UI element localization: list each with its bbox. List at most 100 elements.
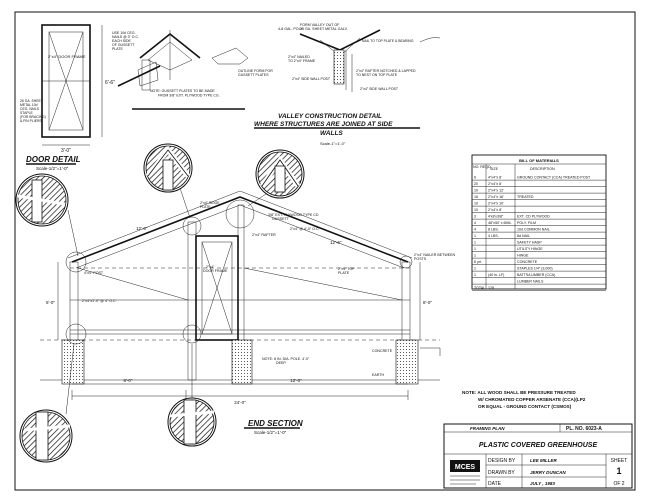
bom-cell: 8 yd. — [474, 260, 482, 264]
end-dim-height-2: 8'-0" — [423, 300, 432, 305]
bom-cell: 2"x4"x 12' — [488, 189, 504, 193]
end-hole-note: NOTE: 8 IN. DIA. POLE. 4'-0"DEEP. — [262, 357, 310, 365]
margin-mark — [419, 37, 441, 43]
bom-cell: LUMBER NAILS — [517, 280, 544, 284]
end-dim-slope-left: 12'-6" — [136, 226, 148, 231]
end-dim-mid: 12'-0" — [290, 378, 302, 383]
sheet-number: 1 — [616, 466, 621, 476]
bom-cell: 4 — [474, 221, 476, 225]
bom-cell: 1 — [474, 254, 476, 258]
bom-title: BILL OF MATERIALS — [519, 158, 559, 163]
bom-cell: 1 — [474, 273, 476, 277]
detail-bubble-base-left — [19, 343, 75, 463]
door-width-dim: 3'-0" — [61, 148, 71, 154]
framing-plan-label: FRAMING PLAN — [470, 426, 505, 431]
title-block: FRAMING PLAN PL. NO. 6023-A PLASTIC COVE… — [443, 423, 633, 489]
bom-cell: 10 — [474, 189, 478, 193]
bom-cell: 10 — [474, 202, 478, 206]
mces-logo — [450, 460, 480, 472]
note-line-2: W/ CHROMATED COPPER ARSENATE (CCA)(LP2 — [478, 397, 586, 402]
bom-cell: 4'x8'x3/8" — [488, 215, 504, 219]
end-section-title: END SECTION — [248, 419, 303, 428]
end-earth: EARTH — [372, 373, 385, 377]
valley-note-nail: NAIL TO TOP PLATE & BEARING — [362, 39, 414, 43]
mces-logo-text: MCES — [455, 464, 476, 471]
door-detail-title: DOOR DETAIL — [26, 155, 81, 164]
valley-note-wall: 2"x4" SIDE WALL POST — [292, 77, 331, 81]
bom-cell: GROUND CONTACT (CCA) TREATED POST — [517, 176, 591, 180]
drawing-title: PLASTIC COVERED GREENHOUSE — [479, 442, 598, 449]
bom-cell: 1 — [474, 267, 476, 271]
end-stud-label: 2"x4"x1'-0" @ 4" O.C. — [82, 299, 117, 303]
end-section-scale: Scale-1/2"=1'-0" — [254, 430, 287, 435]
bom-header-size: SIZE — [490, 167, 499, 171]
plan-number: PL. NO. 6023-A — [566, 426, 602, 432]
bom-cell: 1 — [474, 241, 476, 245]
bom-cell: UTILITY HINGE — [517, 247, 543, 251]
valley-title-2: WHERE STRUCTURES ARE JOINED AT SIDE — [254, 121, 393, 128]
end-dim-slope-right: 12'-6" — [330, 240, 342, 245]
bom-cell: 2"x4"x 10' — [488, 202, 504, 206]
bom-cell: 128 — [488, 286, 494, 290]
bom-header-qty: NO. REQD. — [473, 165, 492, 169]
bom-cell: 3 — [474, 215, 476, 219]
note-line-3: OR EQUAL - GROUND CONTACT (CSMOS) — [478, 404, 572, 409]
bom-cell: 2"x4"x 8' — [488, 208, 502, 212]
bom-cell: 4 LBS. — [488, 234, 499, 238]
bom-cell: 1 — [474, 234, 476, 238]
sheet-label: SHEET — [611, 458, 628, 464]
end-door-frame: 2"x4"DOOR FRAME — [203, 265, 228, 273]
end-dim-height: 6'-0" — [46, 300, 55, 305]
design-by-label: DESIGN BY — [488, 458, 516, 464]
bom-cell: TREATED — [517, 195, 534, 199]
end-post-label: 4"x4" POST — [84, 271, 104, 275]
bom-cell: STAPLES 1/4" (3,000) — [517, 267, 553, 271]
bill-of-materials: BILL OF MATERIALS NO. REQD. SIZE DESCRIP… — [471, 154, 607, 291]
bom-cell: 10d COMMON NAIL — [517, 228, 550, 232]
door-frame-label: 2"x4" DOOR FRAME — [48, 54, 86, 59]
door-detail: 3'-0" 6'-6" 2"x4" DOOR FRAME 26 GA. SHEE… — [20, 24, 115, 171]
valley-title-3: WALLS — [320, 130, 343, 137]
sheet-of: OF 2 — [613, 481, 624, 487]
bom-cell: 10 — [474, 208, 478, 212]
door-height-dim: 6'-6" — [105, 80, 115, 86]
bom-cell: (40 in. LF) — [488, 273, 504, 277]
design-by-value: LEE MILLER — [530, 458, 557, 463]
end-dim-left: 8'-0" — [124, 378, 133, 383]
bom-cell: POLY. FILM — [517, 221, 536, 225]
bom-cell: HINGE — [517, 254, 529, 258]
end-rafter-label: 2"x4" RAFTER — [252, 233, 276, 237]
bom-header-desc: DESCRIPTION — [530, 167, 555, 171]
bom-cell: SAFETY HASP — [517, 241, 542, 245]
date-value: JULY , 1983 — [530, 481, 555, 486]
bom-cell: 2"x4"x 16' — [488, 195, 504, 199]
end-concrete: CONCRETE — [372, 349, 393, 353]
drawn-by-label: DRAWN BY — [488, 470, 515, 476]
bom-cell: 16 — [474, 195, 478, 199]
bom-cell: 8d NAIL — [517, 234, 530, 238]
end-rafter-oc: 2"x4" @ 4'-0" O.C. — [290, 227, 320, 231]
end-dim-total: 24'-0" — [234, 400, 246, 405]
bom-cell: 4 — [474, 228, 476, 232]
bom-cell: 2"x4"x 8' — [488, 182, 502, 186]
detail-bubble-base-mid — [167, 344, 217, 447]
valley-note-post: 2"x4" SIDE WALL POST — [360, 87, 399, 91]
bom-cell: 48"x50' x 6MIL — [488, 221, 512, 225]
note-line-1: NOTE: ALL WOOD SHALL BE PRESSURE TREATED — [462, 390, 576, 395]
